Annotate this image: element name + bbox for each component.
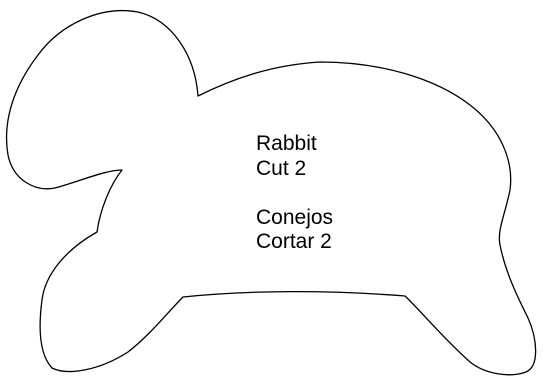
spanish-instruction: Cortar 2: [256, 230, 332, 253]
spanish-name: Conejos: [256, 205, 334, 229]
english-name: Rabbit: [256, 132, 317, 155]
rabbit-outline: [5, 10, 537, 376]
label-spacer: [256, 181, 333, 206]
english-instruction: Cut 2: [256, 156, 307, 180]
pattern-label: Rabbit Cut 2 Conejos Cortar 2: [256, 132, 333, 255]
